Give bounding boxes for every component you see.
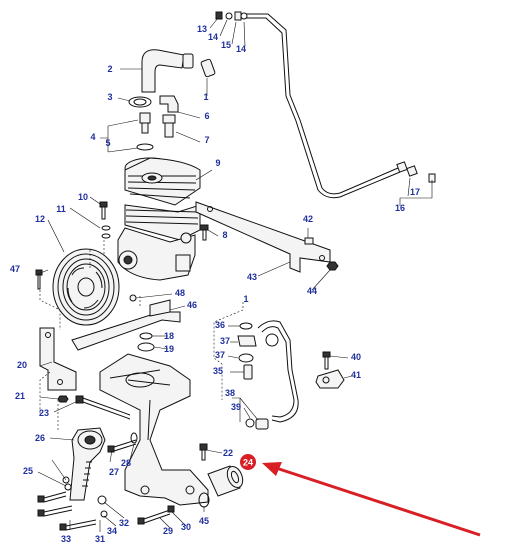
bolt-23: [75, 395, 131, 420]
part-label-16[interactable]: 16: [395, 203, 405, 213]
fittings-4-5: [136, 112, 176, 151]
part-label-2[interactable]: 2: [107, 64, 112, 74]
tensioner-arm: [69, 427, 106, 501]
part-label-14[interactable]: 14: [208, 32, 218, 42]
part-label-41[interactable]: 41: [351, 370, 361, 380]
delivery-pipe: [237, 320, 299, 430]
part-label-43[interactable]: 43: [247, 272, 257, 282]
bracket-20: [39, 327, 77, 391]
bolt-10-washer-11: [99, 201, 111, 239]
part-number-labels: 1123456789101112131414151617181920212223…: [0, 0, 420, 544]
bracket-44: [195, 201, 331, 273]
clip-and-elbow: [128, 95, 179, 113]
part-24-highlight-badge[interactable]: 24: [240, 454, 256, 470]
part-label-33[interactable]: 33: [61, 534, 71, 544]
support-bracket-47: [71, 294, 181, 351]
pulley: [52, 248, 120, 326]
part-label-30[interactable]: 30: [181, 522, 191, 532]
part-label-3[interactable]: 3: [107, 92, 112, 102]
bolt-21: [57, 395, 69, 403]
part-label-10[interactable]: 10: [78, 192, 88, 202]
part-label-11[interactable]: 11: [56, 204, 66, 214]
part-label-17[interactable]: 17: [410, 187, 420, 197]
nut-46: [326, 261, 339, 271]
part-label-47[interactable]: 47: [10, 264, 20, 274]
bolt-43: [304, 237, 314, 245]
part-label-36[interactable]: 36: [215, 320, 225, 330]
part-label-18[interactable]: 18: [164, 331, 174, 341]
part-label-26[interactable]: 26: [35, 433, 45, 443]
part-label-27[interactable]: 27: [109, 467, 119, 477]
dashed-guides: [39, 240, 244, 430]
bolt-8: [199, 224, 209, 241]
part-label-1[interactable]: 1: [203, 92, 208, 102]
part-label-25[interactable]: 25: [23, 466, 33, 476]
part-label-40[interactable]: 40: [351, 352, 361, 362]
part-label-13[interactable]: 13: [197, 24, 207, 34]
part-label-31[interactable]: 31: [95, 534, 105, 544]
part-label-9[interactable]: 9: [215, 158, 220, 168]
part-label-4[interactable]: 4: [90, 132, 95, 142]
part-label-42[interactable]: 42: [303, 214, 313, 224]
top-fittings: [215, 11, 248, 21]
sleeve-24: [207, 465, 244, 497]
air-pipe: [246, 13, 436, 199]
part-label-5[interactable]: 5: [105, 138, 110, 148]
part-label-46[interactable]: 46: [187, 300, 197, 310]
part-label-38[interactable]: 38: [225, 388, 235, 398]
clamp-42: [315, 369, 345, 389]
part-label-37[interactable]: 37: [220, 336, 230, 346]
part-label-32[interactable]: 32: [119, 518, 129, 528]
bolts-30-31: [137, 505, 175, 525]
part-label-23[interactable]: 23: [39, 408, 49, 418]
inlet-hose: [141, 49, 216, 93]
part-label-39[interactable]: 39: [231, 402, 241, 412]
part-label-34[interactable]: 34: [107, 526, 117, 536]
part-label-21[interactable]: 21: [15, 391, 25, 401]
bolt-41: [322, 351, 331, 370]
bolt-22: [199, 443, 208, 461]
part-label-45[interactable]: 45: [199, 516, 209, 526]
bolts-25-26: [37, 476, 97, 531]
part-label-37[interactable]: 37: [215, 350, 225, 360]
part-label-6[interactable]: 6: [204, 111, 209, 121]
main-bracket: [99, 353, 209, 506]
part-label-29[interactable]: 29: [163, 526, 173, 536]
part-label-15[interactable]: 15: [221, 40, 231, 50]
part-label-1[interactable]: 1: [243, 294, 248, 304]
highlight-arrow: [262, 462, 481, 537]
part-label-49[interactable]: 49: [0, 0, 5, 2]
part-label-14[interactable]: 14: [236, 44, 246, 54]
washers-33-35: [97, 495, 108, 518]
part-label-20[interactable]: 20: [17, 360, 27, 370]
part-label-22[interactable]: 22: [223, 448, 233, 458]
part-label-48[interactable]: 48: [175, 288, 185, 298]
seals-18-19: [137, 332, 155, 352]
part-24-label[interactable]: 24: [243, 458, 253, 468]
part-label-44[interactable]: 44: [307, 286, 317, 296]
part-label-19[interactable]: 19: [164, 344, 174, 354]
part-label-12[interactable]: 12: [35, 214, 45, 224]
leader-lines: [37, 17, 433, 532]
bolt-28-washer-29: [107, 432, 138, 453]
part-label-8[interactable]: 8: [222, 230, 227, 240]
part-label-35[interactable]: 35: [213, 366, 223, 376]
part-label-7[interactable]: 7: [204, 135, 209, 145]
compressor: [117, 157, 201, 281]
part-label-28[interactable]: 28: [121, 458, 131, 468]
